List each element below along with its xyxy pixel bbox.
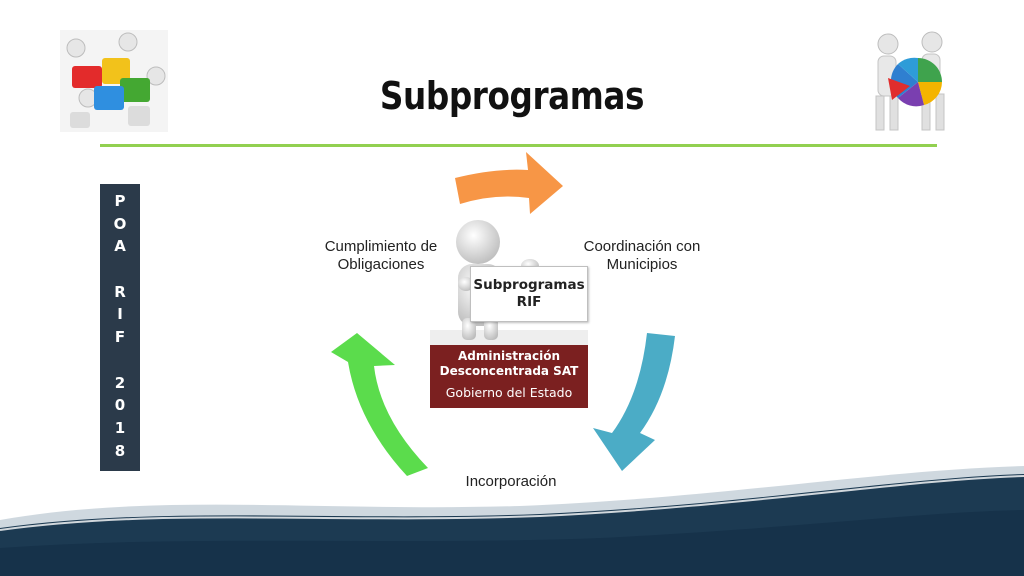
poa-letter: I (117, 305, 123, 324)
step-label: Incorporación (465, 473, 557, 490)
poa-letter: 2 (114, 373, 126, 392)
poa-letter: O (113, 214, 127, 233)
pie-chart-people-icon (875, 31, 945, 131)
slide-title: Subprogramas (379, 74, 645, 118)
center-sign-line: RIF (516, 294, 542, 310)
poa-letter: F (114, 328, 126, 347)
poa-letter: A (114, 237, 126, 256)
arrow-top (455, 152, 563, 214)
poa-letter: P (114, 192, 126, 210)
poa-rif-vertical-label: P O A R I F 2 0 1 8 (100, 184, 140, 471)
box-line: Desconcentrada SAT (439, 364, 579, 378)
puzzle-people-icon (60, 30, 168, 132)
administration-box: Administración Desconcentrada SAT Gobier… (430, 345, 588, 408)
step-bottom: Incorporación (440, 473, 582, 491)
poa-letter: 0 (114, 396, 126, 415)
title-divider (100, 144, 937, 147)
box-line: Administración (457, 349, 561, 363)
center-sign: Subprogramas RIF (470, 266, 588, 322)
box-line: Gobierno del Estado (445, 385, 573, 400)
center-sign-line: Subprogramas (473, 277, 585, 293)
arrow-right (593, 333, 675, 471)
arrow-left (331, 333, 428, 476)
poa-letter: 8 (114, 441, 126, 460)
figure-holding-sign-icon (430, 220, 588, 346)
poa-letter: R (114, 282, 126, 301)
poa-letter: 1 (114, 418, 126, 437)
